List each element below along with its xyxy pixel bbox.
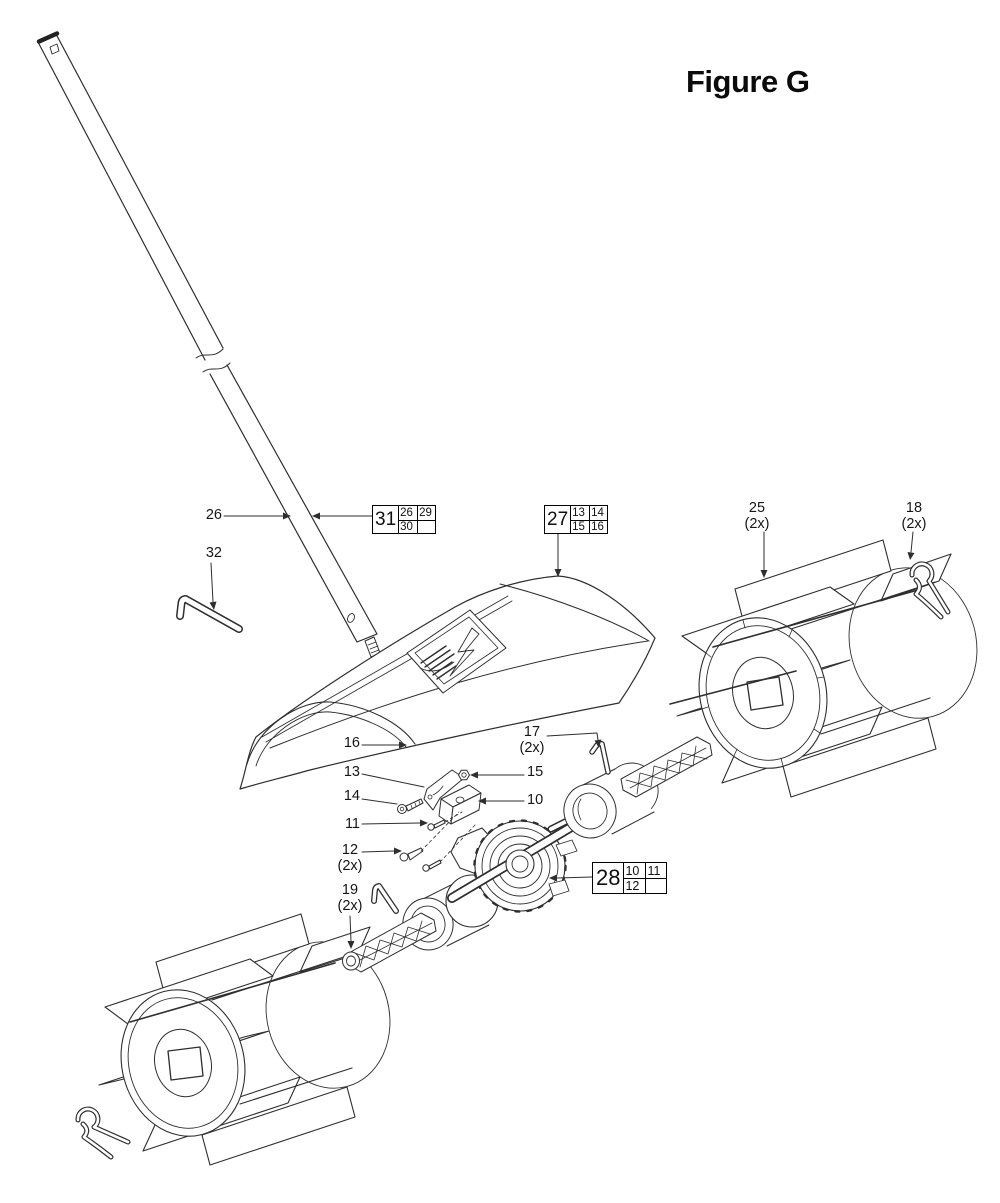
callout-subcells: 10 11 12: [623, 863, 667, 893]
label-15: 15: [527, 764, 544, 780]
label-12: 12(2x): [337, 842, 363, 874]
label-10: 10: [527, 792, 544, 808]
callout-subcells: 13 14 15 16: [570, 506, 608, 533]
label-25: 25(2x): [744, 500, 770, 532]
drive-spindle-right: [558, 737, 712, 844]
mount-bracket-13: [424, 770, 464, 810]
cotter-pin-right-icon: [912, 564, 948, 617]
nut-15-icon: [459, 770, 470, 780]
screw-11-icon: [428, 820, 445, 830]
figure-title: Figure G: [686, 64, 810, 99]
callout-main-number: 31: [375, 508, 397, 530]
label-17: 17(2x): [519, 724, 545, 756]
callout-main-number: 28: [596, 865, 621, 890]
tube-clamp-10: [439, 785, 481, 824]
leader-lines: [209, 512, 915, 949]
label-26: 26: [205, 507, 222, 523]
gearbox-assembly: [446, 812, 598, 927]
callout-subcells: 26 29 30: [398, 506, 436, 533]
axle-rod-left: [130, 963, 335, 1022]
hex-key-17-icon: [592, 743, 608, 772]
screw-14-icon: [398, 799, 424, 814]
label-32: 32: [205, 545, 222, 561]
label-18: 18(2x): [901, 500, 927, 532]
hex-key-17b-icon: [374, 886, 396, 911]
drive-shaft-tube: [38, 34, 380, 658]
label-19: 19(2x): [337, 882, 363, 914]
paddle-wheel-left: [99, 914, 406, 1165]
callout-box-27: 27 13 14 15 16: [544, 505, 609, 534]
label-13: 13: [343, 764, 360, 780]
brand-logo-emblem: [407, 610, 506, 693]
paddle-wheel-right: [670, 540, 994, 797]
cotter-pin-left-icon: [78, 1109, 128, 1157]
sweeper-cover: [240, 576, 655, 789]
label-11: 11: [344, 816, 360, 832]
label-14: 14: [343, 788, 360, 804]
hex-key-32-icon: [180, 599, 239, 629]
screws-12-icon: [400, 812, 476, 871]
callout-main-number: 27: [547, 508, 569, 530]
label-16: 16: [343, 735, 360, 751]
rim-notches: [702, 620, 824, 766]
callout-box-31: 31 26 29 30: [372, 505, 437, 534]
callout-box-28: 28 10 11 12: [592, 862, 668, 894]
axle-rod-right: [670, 590, 918, 704]
